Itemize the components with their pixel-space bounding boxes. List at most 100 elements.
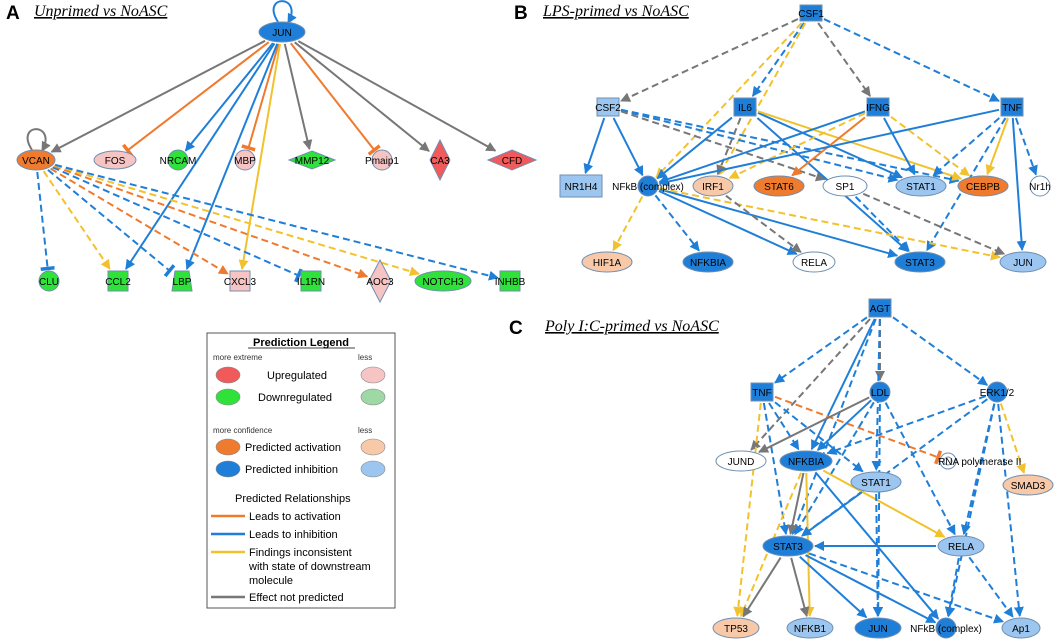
node-a-aoc3[interactable]: AOC3 [366, 258, 394, 304]
node-a-cfd[interactable]: CFD [486, 149, 538, 171]
node-label-c-tp53: TP53 [724, 624, 748, 635]
node-b-ifng[interactable]: IFNG [866, 97, 890, 117]
node-a-il1rn[interactable]: IL1RN [297, 270, 325, 292]
edge-a-vcan-to-a-cxcl3 [50, 167, 229, 275]
node-b-il6[interactable]: IL6 [733, 97, 757, 117]
node-a-cxcl3[interactable]: CXCL3 [224, 270, 257, 292]
edge-c-agt-to-c-tnf [774, 316, 868, 384]
node-shape-a-cfd [486, 149, 538, 171]
panel-b-letter: B [514, 3, 528, 24]
node-b-sp1[interactable]: SP1 [822, 175, 868, 197]
node-c-erk12[interactable]: ERK1/2 [980, 381, 1015, 403]
node-label-c-erk12: ERK1/2 [980, 388, 1015, 399]
node-c-tnf[interactable]: TNF [750, 382, 774, 402]
node-b-stat6[interactable]: STAT6 [753, 175, 805, 197]
node-b-stat1[interactable]: STAT1 [895, 175, 947, 197]
node-c-tp53[interactable]: TP53 [712, 617, 760, 639]
edge-c-ldl-to-c-nfkbia [816, 399, 872, 451]
node-shape-c-ldl [869, 381, 891, 403]
node-shape-a-il1rn [300, 270, 322, 292]
node-label-c-jun: JUN [868, 624, 887, 635]
node-b-jun[interactable]: JUN [999, 251, 1047, 273]
edge-c-agt-to-c-jund [750, 318, 871, 451]
node-label-b-nfkbia: NFKBIA [690, 258, 726, 269]
node-c-nfkbia[interactable]: NFKBIA [779, 450, 833, 472]
node-c-ldl[interactable]: LDL [869, 381, 891, 403]
node-label-b-cebpb: CEBPB [966, 182, 1000, 193]
node-c-ap1[interactable]: Ap1 [1001, 617, 1041, 639]
node-b-csf2[interactable]: CSF2 [595, 97, 621, 117]
edge-a-vcan-to-a-clu [36, 171, 55, 271]
node-shape-c-rnapii [939, 452, 957, 470]
node-b-hif1a[interactable]: HIF1A [581, 251, 633, 273]
node-b-cebpb[interactable]: CEBPB [957, 175, 1009, 197]
node-b-stat3[interactable]: STAT3 [894, 251, 946, 273]
node-b-csf1[interactable]: CSF1 [798, 4, 824, 22]
node-b-nfkbia[interactable]: NFKBIA [682, 251, 734, 273]
legend-upregulated-strong-swatch [215, 366, 241, 384]
node-shape-c-jun [854, 617, 902, 639]
edge-a-jun-to-a-ca3 [294, 41, 430, 152]
legend-activation-strong-swatch [215, 438, 241, 456]
edge-a-vcan-to-a-inhbb [54, 163, 499, 281]
node-b-nr1h[interactable]: Nr1h [1029, 175, 1051, 197]
node-shape-c-tnf [750, 382, 774, 402]
node-c-nfkb1[interactable]: NFKB1 [786, 617, 834, 639]
edge-b-nfkb-to-b-rela [658, 190, 798, 255]
node-c-rela[interactable]: RELA [937, 535, 985, 557]
node-a-vcan[interactable]: VCAN [16, 149, 56, 171]
node-b-tnf[interactable]: TNF [1000, 97, 1024, 117]
node-c-rnapii[interactable]: RNA polymerase II [938, 452, 1021, 470]
node-shape-a-mmp12 [287, 150, 337, 170]
node-c-jun[interactable]: JUN [854, 617, 902, 639]
edge-a-vcan-to-a-ccl2 [42, 170, 111, 270]
node-shape-c-rela [937, 535, 985, 557]
node-c-nfkb[interactable]: NFkB (complex) [910, 617, 982, 639]
node-shape-a-clu [38, 270, 60, 292]
node-shape-a-vcan [16, 149, 56, 171]
edge-c-tnf-to-c-stat3 [762, 402, 790, 536]
node-c-stat1[interactable]: STAT1 [850, 471, 902, 493]
node-a-pmaip1[interactable]: Pmaip1 [365, 149, 399, 171]
node-b-nr1h4[interactable]: NR1H4 [559, 174, 603, 198]
legend-inconsistent-2: with state of downstream [248, 561, 371, 573]
node-label-c-nfkb: NFkB (complex) [910, 624, 982, 635]
node-a-notch3[interactable]: NOTCH3 [414, 270, 472, 292]
node-a-lbp[interactable]: LBP [171, 270, 193, 292]
node-a-ccl2[interactable]: CCL2 [105, 270, 131, 292]
edge-b-tnf-to-b-cebpb [985, 117, 1009, 176]
node-a-clu[interactable]: CLU [38, 270, 60, 292]
node-a-inhbb[interactable]: INHBB [495, 270, 526, 292]
node-label-c-stat3: STAT3 [773, 542, 803, 553]
node-c-jund[interactable]: JUND [715, 450, 767, 472]
node-a-jun[interactable]: JUN [258, 21, 306, 43]
node-c-agt[interactable]: AGT [868, 298, 892, 318]
node-c-smad3[interactable]: SMAD3 [1002, 474, 1054, 496]
edge-c-tnf-to-c-tp53 [733, 402, 762, 618]
node-c-stat3[interactable]: STAT3 [762, 535, 814, 557]
legend-downregulated-strong-swatch [215, 388, 241, 406]
node-a-mmp12[interactable]: MMP12 [287, 150, 337, 170]
node-b-nfkb[interactable]: NFkB (complex) [612, 175, 684, 197]
legend-leads-activation: Leads to activation [249, 511, 341, 523]
edge-c-ldl-to-c-jun [873, 403, 884, 618]
node-shape-a-pmaip1 [371, 149, 393, 171]
node-a-ca3[interactable]: CA3 [429, 138, 451, 182]
node-a-mbp[interactable]: MBP [234, 149, 256, 171]
node-shape-a-ca3 [429, 138, 451, 182]
node-label-c-jund: JUND [728, 457, 755, 468]
edge-b-csf2-to-b-nr1h4 [583, 117, 606, 174]
node-shape-a-aoc3 [368, 258, 392, 304]
edge-c-tnf-to-c-stat1 [774, 401, 864, 473]
node-label-a-vcan: VCAN [22, 156, 50, 167]
node-shape-b-nr1h [1029, 175, 1051, 197]
edge-b-tnf-to-b-nr1h [1014, 117, 1038, 176]
node-a-fos[interactable]: FOS [93, 150, 137, 170]
node-b-irf1[interactable]: IRF1 [692, 175, 734, 197]
edge-c-stat3-to-c-jun [799, 556, 868, 619]
node-b-rela[interactable]: RELA [792, 251, 836, 273]
node-label-a-pmaip1: Pmaip1 [365, 156, 399, 167]
node-a-nrcam[interactable]: NRCAM [160, 149, 197, 171]
edge-c-agt-to-c-stat1 [871, 318, 882, 472]
